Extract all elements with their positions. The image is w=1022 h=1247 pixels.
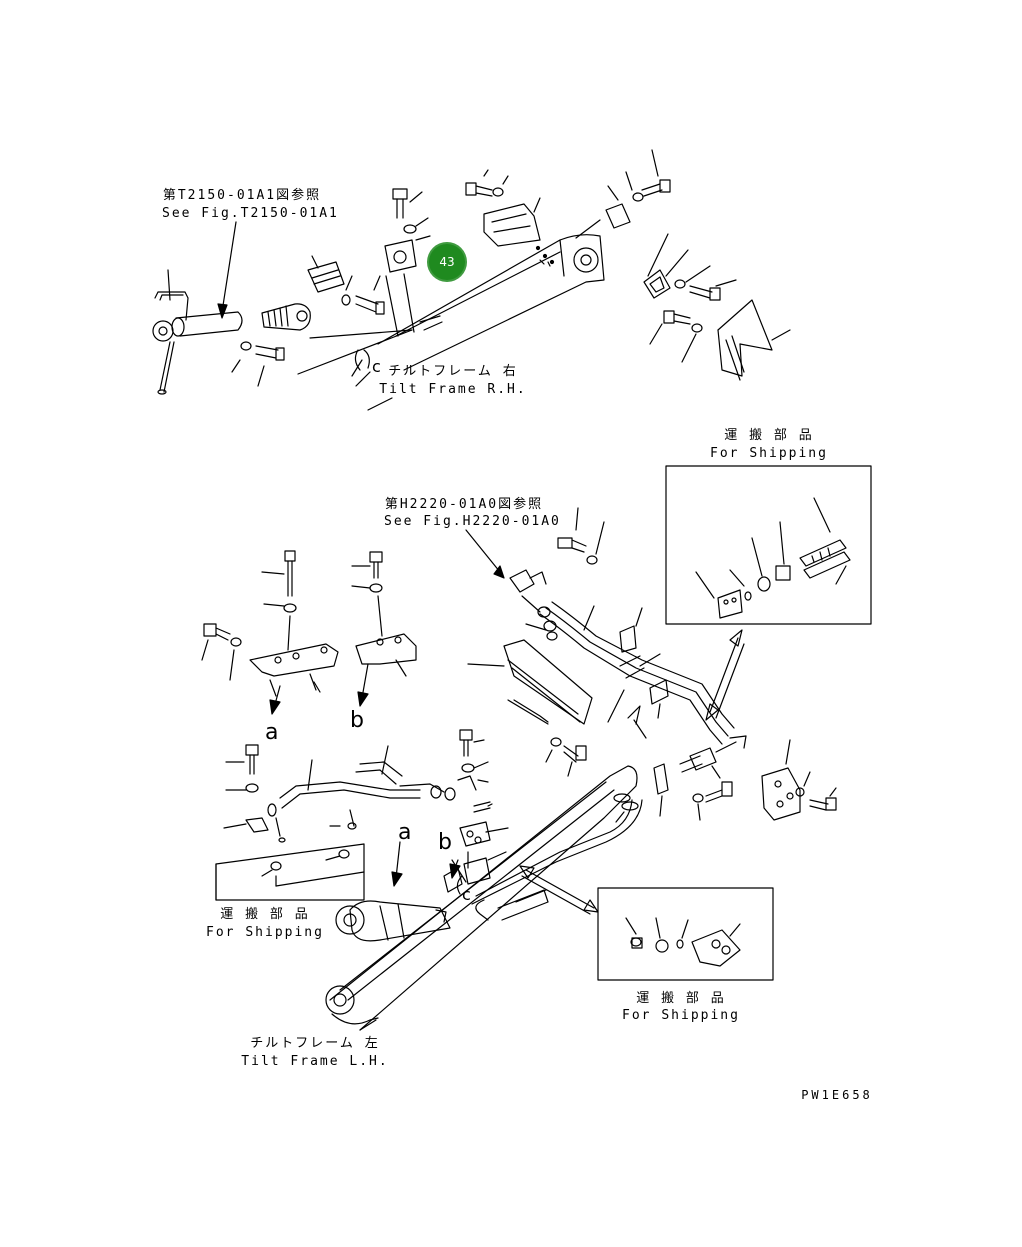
- shipping-label-2-jp: 運 搬 部 品: [220, 907, 310, 922]
- tilt-frame-rh-label-en: Tilt Frame R.H.: [379, 382, 527, 397]
- tilt-frame-lh-group: [201, 507, 837, 1031]
- shipping-label-2-en: For Shipping: [206, 925, 324, 940]
- reference-label-mid-en: See Fig.H2220-01A0: [384, 514, 561, 529]
- tilt-frame-rh-label-jp: チルトフレーム 右: [388, 364, 518, 379]
- tilt-frame-rh-group: [152, 149, 791, 411]
- marker-a-upper: a: [265, 720, 279, 745]
- shipping-label-1-en: For Shipping: [710, 446, 828, 461]
- marker-c-upper: c: [372, 357, 381, 376]
- marker-c-lower: c: [462, 885, 471, 904]
- tilt-frame-lh-label-en: Tilt Frame L.H.: [241, 1054, 389, 1069]
- reference-label-top-jp: 第T2150-01A1図参照: [162, 188, 322, 203]
- reference-label-top-en: See Fig.T2150-01A1: [162, 206, 339, 221]
- drawing-number: PW1E658: [801, 1088, 873, 1102]
- shipping-label-3-jp: 運 搬 部 品: [636, 991, 726, 1006]
- shipping-label-3-en: For Shipping: [622, 1008, 740, 1023]
- shipping-parts-box-1: [665, 465, 872, 625]
- reference-label-mid-jp: 第H2220-01A0図参照: [384, 497, 544, 512]
- part-callout-43-number: 43: [439, 255, 455, 269]
- tilt-frame-lh-label-jp: チルトフレーム 左: [250, 1036, 380, 1051]
- shipping-label-1-jp: 運 搬 部 品: [724, 428, 814, 443]
- marker-b-lower: b: [438, 830, 452, 855]
- part-callout-43[interactable]: 43: [427, 242, 467, 282]
- shipping-parts-box-3: [597, 887, 774, 981]
- marker-b-upper: b: [350, 708, 364, 733]
- marker-a-lower: a: [398, 820, 412, 845]
